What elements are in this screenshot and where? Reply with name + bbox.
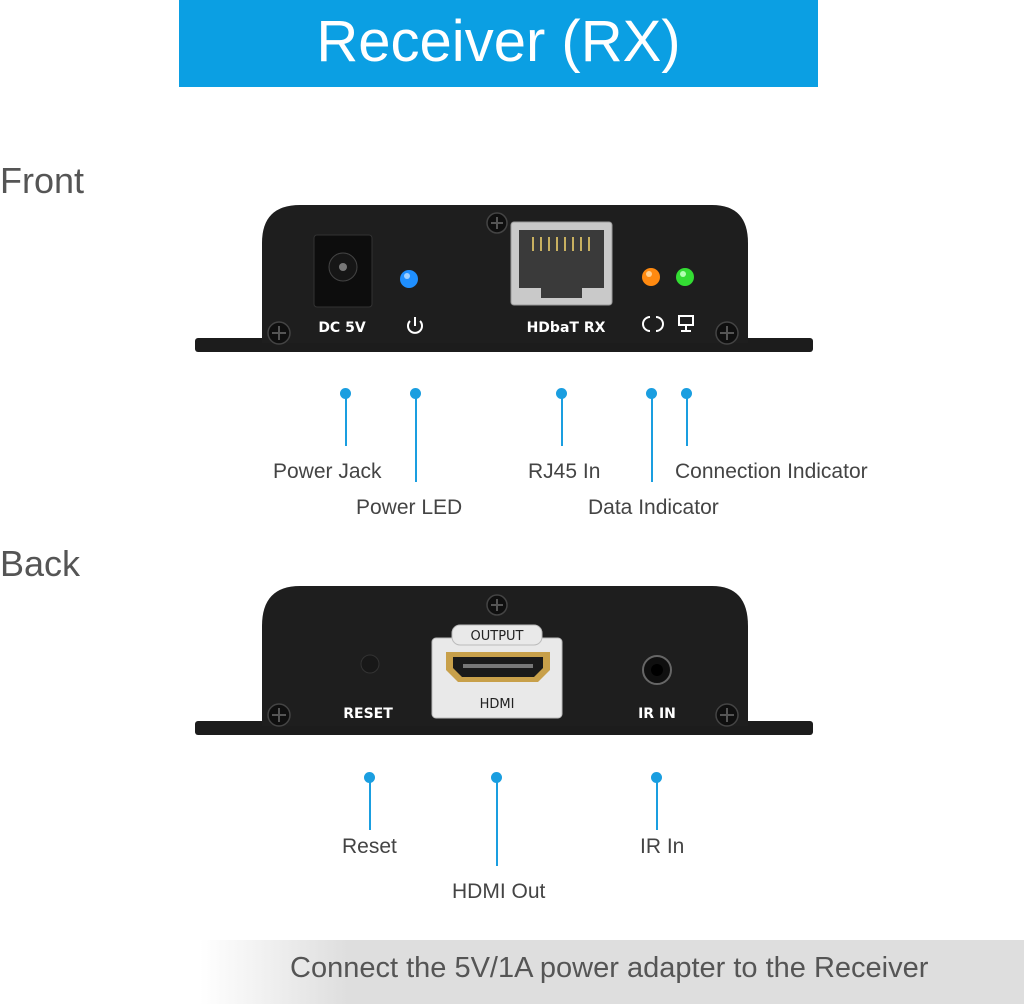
power-jack-callout-line — [345, 394, 347, 446]
hdbaset-label: HDbaT RX — [527, 320, 606, 336]
hdmi-out-callout-line — [496, 778, 498, 866]
reset-callout-line — [369, 778, 371, 830]
connection-indicator-label: Connection Indicator — [675, 460, 868, 483]
power-led-highlight — [404, 273, 410, 279]
connection-indicator-callout-line — [686, 394, 688, 446]
power-led-label: Power LED — [356, 496, 463, 519]
data-indicator-label: Data Indicator — [588, 496, 719, 519]
front-section-title: Front — [0, 160, 85, 201]
hdmi-panel-label: HDMI — [480, 697, 515, 712]
power-jack-label: Power Jack — [273, 460, 382, 483]
dc-label: DC 5V — [318, 320, 366, 336]
reset-panel-label: RESET — [343, 706, 393, 722]
rj45-callout-dot — [556, 388, 567, 399]
reset-callout-dot — [364, 772, 375, 783]
power-led-callout-line — [415, 394, 417, 482]
front-device-body — [262, 205, 748, 343]
front-panel-diagram: DC 5V HDbaT RX — [195, 205, 813, 352]
back-screw-left — [267, 703, 291, 727]
power-led-callout-dot — [410, 388, 421, 399]
back-screw-top — [486, 594, 508, 616]
page-banner: Receiver (RX) — [179, 0, 818, 87]
power-symbol-icon — [407, 317, 423, 334]
ir-in-callout-line — [656, 778, 658, 830]
rj45-callout-line — [561, 394, 563, 446]
rj45-port — [510, 221, 613, 306]
front-screw-left — [267, 321, 291, 345]
reset-pinhole — [360, 654, 380, 674]
ir-in-callout-dot — [651, 772, 662, 783]
back-screw-right — [715, 703, 739, 727]
data-indicator-callout-line — [651, 394, 653, 482]
front-screw-right — [715, 321, 739, 345]
connection-led — [676, 268, 694, 286]
footer-note: Connect the 5V/1A power adapter to the R… — [290, 952, 929, 984]
rj45-in-label: RJ45 In — [528, 460, 601, 483]
footer-bar — [200, 940, 1024, 1004]
power-led — [400, 270, 418, 288]
power-jack-callout-dot — [340, 388, 351, 399]
back-section-title: Back — [0, 543, 81, 584]
monitor-icon — [678, 315, 694, 332]
output-panel-label: OUTPUT — [471, 629, 524, 644]
hdmi-out-label: HDMI Out — [452, 880, 546, 903]
data-led — [642, 268, 660, 286]
connection-indicator-callout-dot — [681, 388, 692, 399]
ir-panel-label: IR IN — [638, 706, 676, 722]
data-indicator-callout-dot — [646, 388, 657, 399]
back-panel-diagram: RESET OUTPUT HDMI IR IN — [195, 586, 813, 735]
dc-power-jack — [313, 234, 373, 308]
reset-label: Reset — [342, 835, 397, 858]
front-screw-top — [486, 212, 508, 234]
sync-icon — [642, 316, 664, 332]
hdmi-out-callout-dot — [491, 772, 502, 783]
ir-in-label: IR In — [640, 835, 685, 858]
ir-in-jack — [642, 655, 672, 685]
hdmi-output-port — [431, 624, 563, 719]
